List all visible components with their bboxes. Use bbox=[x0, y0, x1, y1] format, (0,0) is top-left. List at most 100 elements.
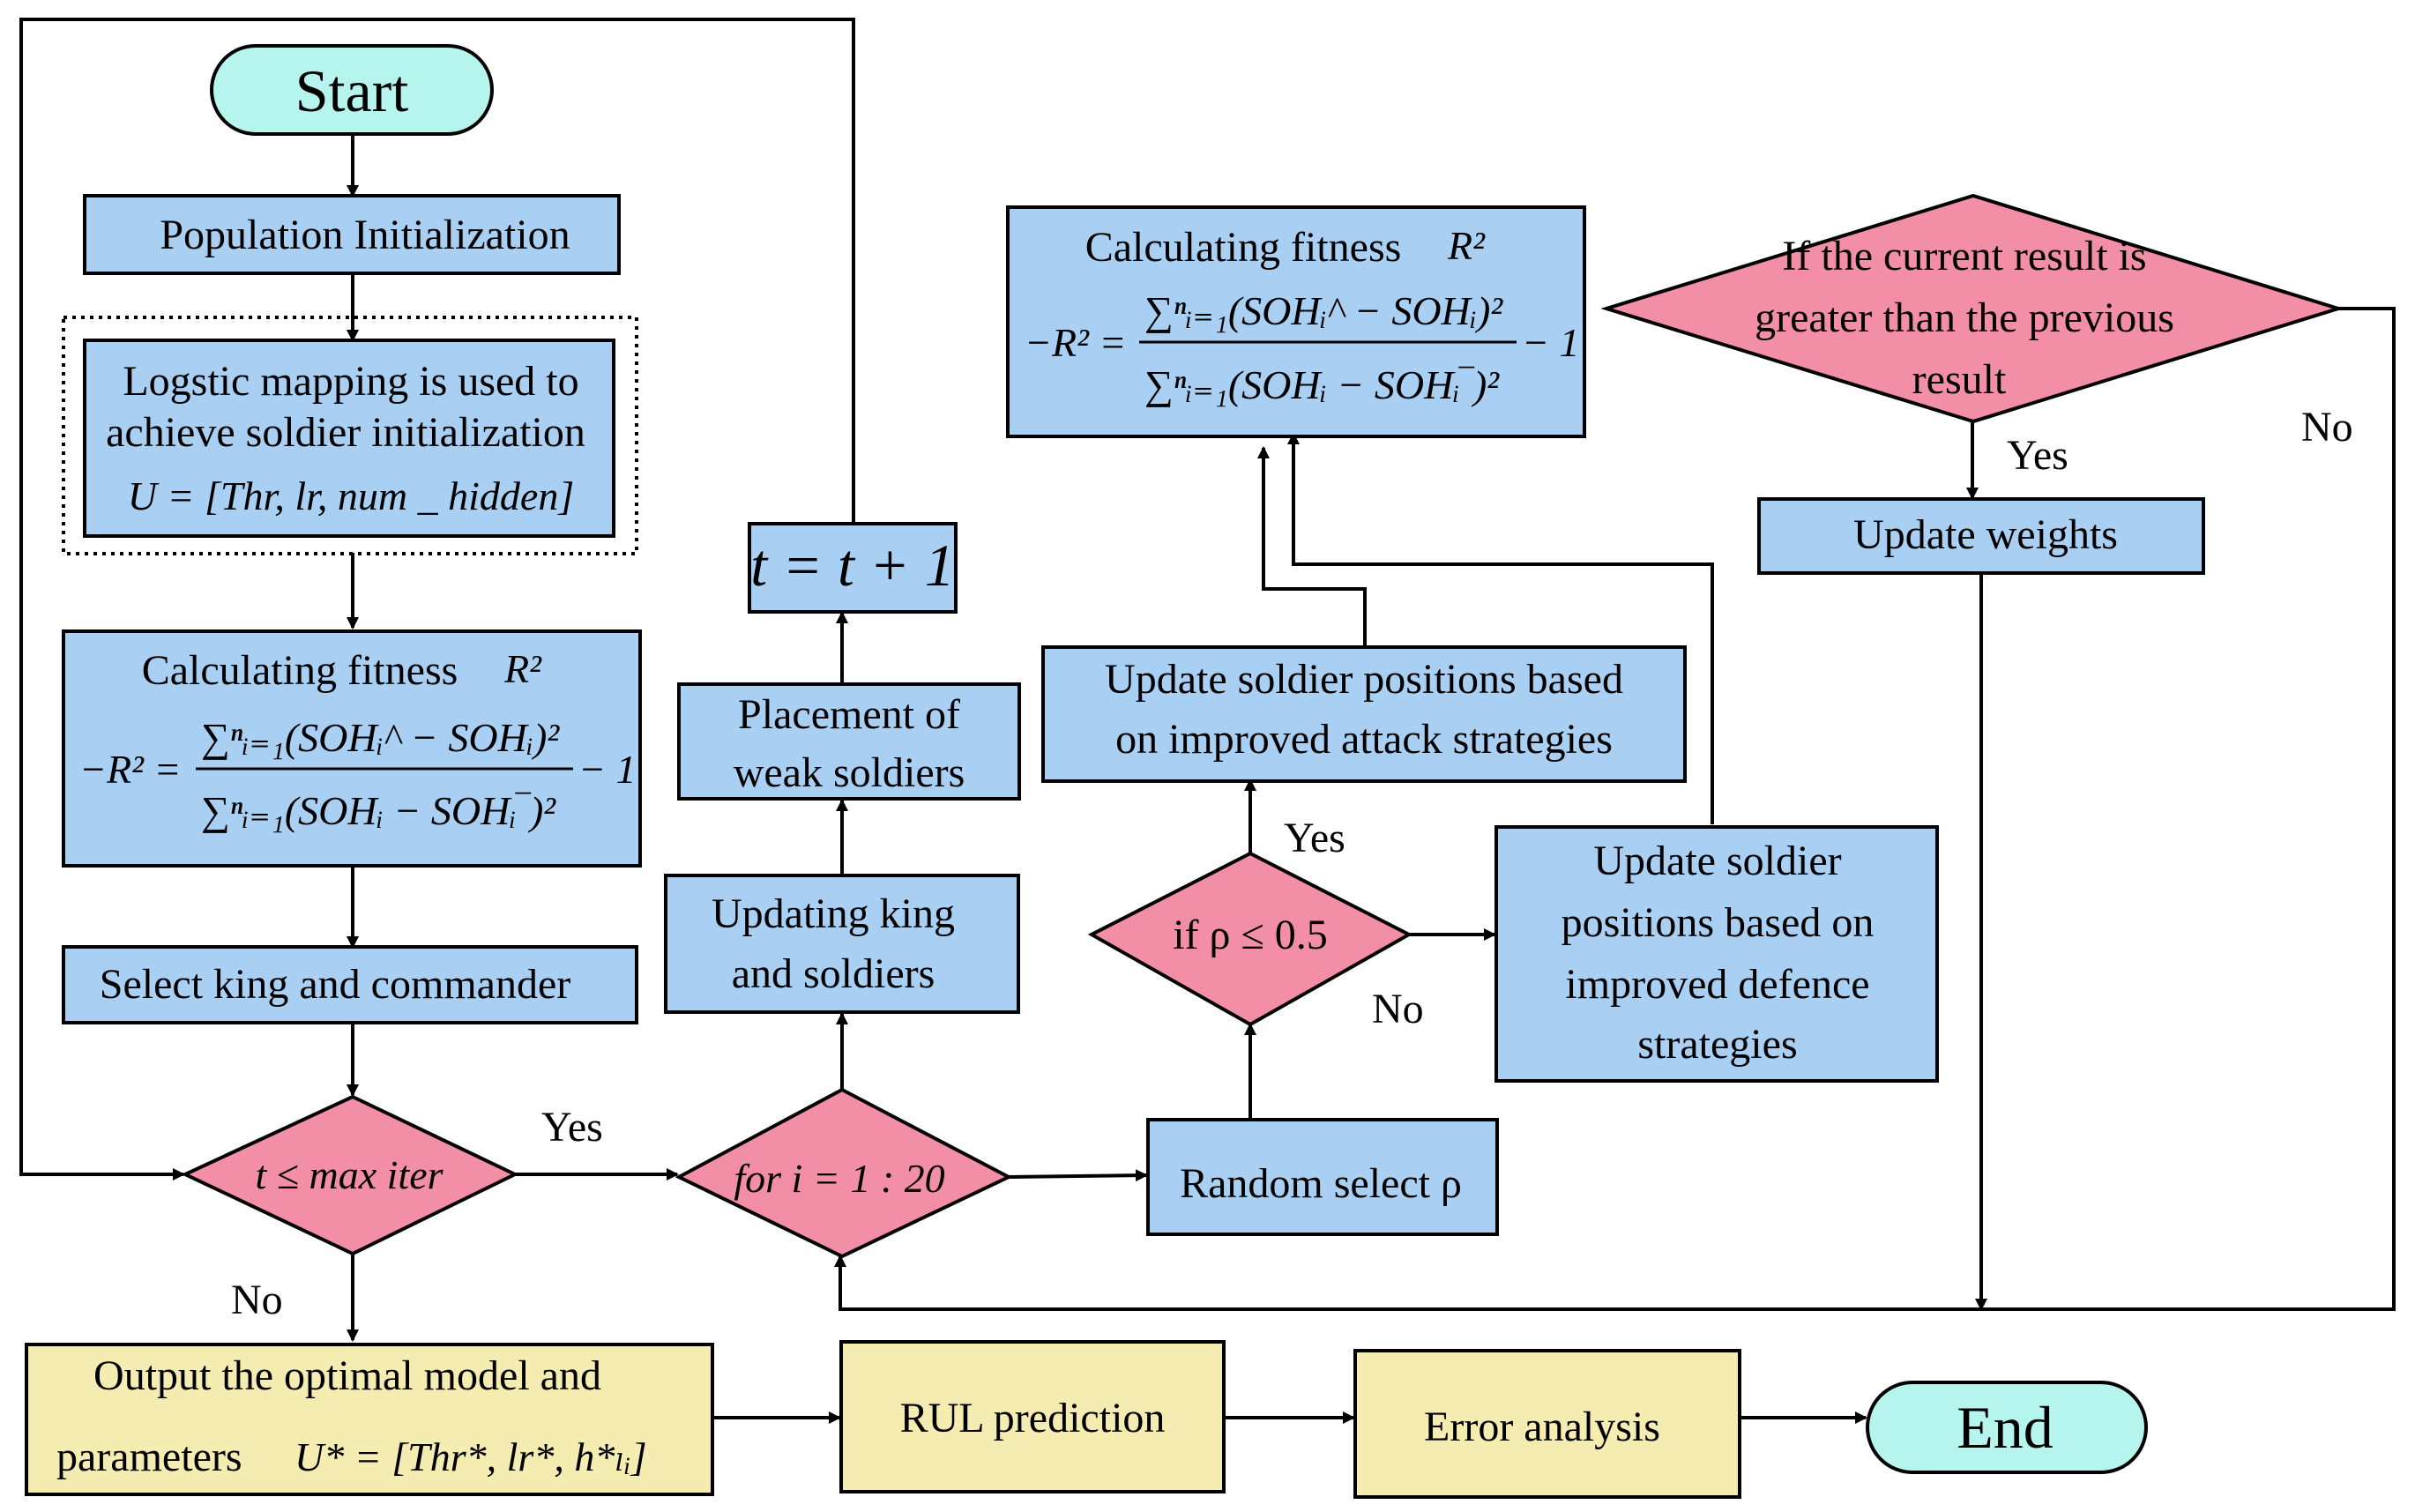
fitness-left-denominator: ∑ⁿᵢ₌₁(SOHᵢ − SOHᵢ‾)² bbox=[201, 788, 556, 833]
update-weights-label: Update weights bbox=[1853, 511, 2118, 558]
logistic-dotted-frame bbox=[62, 316, 638, 555]
fitness-right-symbol: R² bbox=[1447, 223, 1486, 268]
result-decision: If the current result is greater than th… bbox=[1600, 193, 2344, 424]
logistic-shape bbox=[83, 339, 615, 538]
update-king-line-2: and soldiers bbox=[732, 950, 935, 997]
edges bbox=[19, 18, 2396, 1424]
fitness-node-left: Calculating fitness R² −R² = ∑ⁿᵢ₌₁(SOHᵢ^… bbox=[62, 629, 642, 868]
weak-soldiers-line-1: Placement of bbox=[738, 691, 960, 738]
start-label: Start bbox=[295, 57, 409, 124]
weak-soldiers-node: Placement of weak soldiers bbox=[677, 682, 1021, 801]
rul-label: RUL prediction bbox=[900, 1395, 1166, 1441]
attack-strategy-line-2: on improved attack strategies bbox=[1115, 716, 1613, 763]
edge-attack-to-fitness2 bbox=[1257, 446, 1367, 645]
iteration-decision: t ≤ max iter bbox=[181, 1094, 519, 1256]
fitness-right-rhs: − 1 bbox=[1522, 320, 1580, 365]
end-terminal: End bbox=[1866, 1381, 2148, 1474]
fitness-left-shape bbox=[62, 629, 642, 868]
attack-strategy-node: Update soldier positions based on improv… bbox=[1041, 645, 1687, 783]
attack-strategy-shape bbox=[1041, 645, 1687, 783]
fitness-right-numerator: ∑ⁿᵢ₌₁(SOHᵢ^ − SOHᵢ)² bbox=[1144, 288, 1503, 333]
update-weights-shape bbox=[1757, 497, 2205, 575]
result-decision-line-2: greater than the previous bbox=[1755, 294, 2174, 341]
population-init-label: Population Initialization bbox=[160, 212, 570, 258]
population-init-node: Population Initialization bbox=[83, 194, 621, 275]
output-node: Output the optimal model and parameters … bbox=[25, 1343, 714, 1496]
start-shape bbox=[210, 44, 494, 136]
output-line-1: Output the optimal model and bbox=[93, 1352, 601, 1399]
error-label: Error analysis bbox=[1424, 1404, 1660, 1450]
rho-decision-shape bbox=[1087, 851, 1413, 1027]
label-yes-rho: Yes bbox=[1284, 815, 1345, 861]
output-line-2: parameters bbox=[56, 1434, 242, 1480]
increment-shape bbox=[748, 522, 958, 614]
fitness-right-denominator: ∑ⁿᵢ₌₁(SOHᵢ − SOHᵢ‾)² bbox=[1144, 362, 1500, 407]
result-decision-line-1: If the current result is bbox=[1782, 233, 2146, 279]
rho-decision-label: if ρ ≤ 0.5 bbox=[1173, 912, 1328, 958]
fitness-left-numerator: ∑ⁿᵢ₌₁(SOHᵢ^ − SOHᵢ)² bbox=[201, 715, 560, 760]
error-shape bbox=[1353, 1349, 1741, 1499]
select-king-node: Select king and commander bbox=[62, 945, 638, 1024]
increment-label: t = t + 1 bbox=[750, 532, 955, 599]
logistic-line-1: Logstic mapping is used to bbox=[123, 358, 578, 405]
random-select-node: Random select ρ bbox=[1146, 1118, 1499, 1236]
for-loop-decision-label: for i = 1 : 20 bbox=[734, 1156, 944, 1201]
fitness-right-shape bbox=[1006, 205, 1586, 438]
iteration-decision-shape bbox=[181, 1094, 519, 1256]
for-loop-decision-shape bbox=[675, 1087, 1013, 1259]
fitness-left-lhs: −R² = bbox=[79, 747, 181, 792]
label-yes-result: Yes bbox=[2007, 432, 2068, 479]
random-select-shape bbox=[1146, 1118, 1499, 1236]
label-no-iteration: No bbox=[231, 1277, 283, 1323]
fitness-left-symbol: R² bbox=[503, 646, 542, 691]
defence-strategy-line-3: improved defence bbox=[1565, 961, 1869, 1008]
update-weights-node: Update weights bbox=[1757, 497, 2205, 575]
for-loop-decision: for i = 1 : 20 bbox=[675, 1087, 1013, 1259]
fitness-right-lhs: −R² = bbox=[1025, 320, 1126, 365]
error-node: Error analysis bbox=[1353, 1349, 1741, 1499]
update-king-node: Updating king and soldiers bbox=[664, 874, 1020, 1014]
result-decision-line-3: result bbox=[1912, 356, 2007, 403]
result-decision-shape bbox=[1600, 193, 2344, 424]
attack-strategy-line-1: Update soldier positions based bbox=[1105, 656, 1623, 703]
defence-strategy-line-2: positions based on bbox=[1562, 899, 1875, 946]
start-terminal: Start bbox=[210, 44, 494, 136]
random-select-label: Random select ρ bbox=[1180, 1160, 1462, 1207]
update-king-line-1: Updating king bbox=[712, 890, 955, 937]
select-king-shape bbox=[62, 945, 638, 1024]
edge-defence-to-fitness2 bbox=[1287, 432, 1714, 824]
increment-node: t = t + 1 bbox=[748, 522, 958, 614]
edge-for-to-random bbox=[1008, 1169, 1148, 1182]
defence-strategy-shape bbox=[1494, 825, 1939, 1083]
rul-node: RUL prediction bbox=[839, 1340, 1226, 1493]
rul-shape bbox=[839, 1340, 1226, 1493]
weak-soldiers-line-2: weak soldiers bbox=[734, 749, 965, 796]
defence-strategy-node: Update soldier positions based on improv… bbox=[1494, 825, 1939, 1083]
label-yes-iteration: Yes bbox=[541, 1104, 603, 1151]
output-shape bbox=[25, 1343, 714, 1496]
weak-soldiers-shape bbox=[677, 682, 1021, 801]
logistic-line-2: achieve soldier initialization bbox=[106, 409, 585, 456]
population-init-shape bbox=[83, 194, 621, 275]
defence-strategy-line-4: strategies bbox=[1637, 1021, 1797, 1068]
end-shape bbox=[1866, 1381, 2148, 1474]
label-no-result: No bbox=[2301, 404, 2353, 451]
output-formula: U* = [Thr*, lr*, h*ₗᵢ] bbox=[294, 1434, 647, 1479]
defence-strategy-line-1: Update soldier bbox=[1593, 838, 1841, 884]
edge-increment-loop-back bbox=[19, 18, 855, 1181]
fitness-left-rhs: − 1 bbox=[578, 747, 637, 792]
rho-decision: if ρ ≤ 0.5 bbox=[1087, 851, 1413, 1027]
logistic-init-node: Logstic mapping is used to achieve soldi… bbox=[62, 316, 638, 555]
fitness-right-title: Calculating fitness bbox=[1085, 224, 1402, 271]
fitness-node-right: Calculating fitness R² −R² = ∑ⁿᵢ₌₁(SOHᵢ^… bbox=[1006, 205, 1586, 438]
update-king-shape bbox=[664, 874, 1020, 1014]
end-label: End bbox=[1957, 1394, 2053, 1461]
label-no-rho: No bbox=[1372, 986, 1424, 1032]
iteration-decision-label: t ≤ max iter bbox=[255, 1152, 443, 1197]
edge-labels: Yes No Yes No Yes No bbox=[231, 404, 2353, 1323]
fitness-left-title: Calculating fitness bbox=[142, 647, 458, 694]
logistic-formula: U = [Thr, lr, num _ hidden] bbox=[128, 473, 574, 518]
select-king-label: Select king and commander bbox=[100, 961, 571, 1008]
